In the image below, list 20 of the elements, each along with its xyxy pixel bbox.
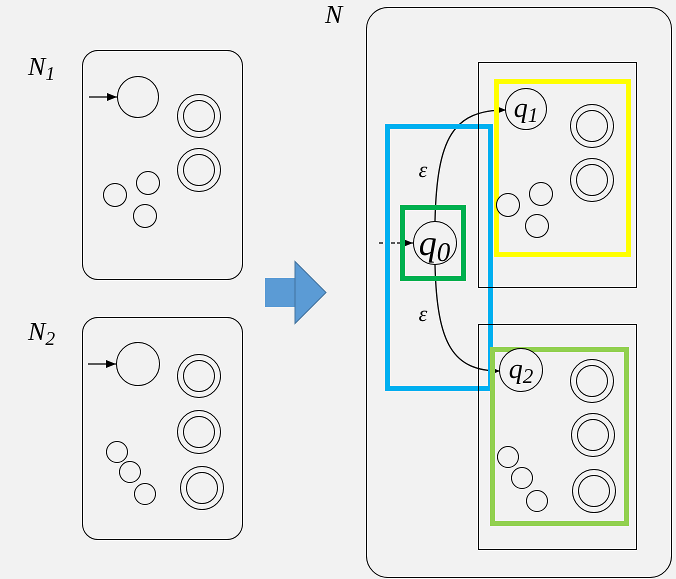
edge-label: ε: [418, 158, 428, 180]
state-label: q$_{1}$: [514, 95, 538, 123]
automaton-label: N$_{1}$: [28, 54, 56, 80]
edge-label: ε: [418, 303, 428, 325]
automaton-label: N: [325, 2, 342, 28]
automaton-box: [478, 62, 636, 288]
automaton-box: [478, 324, 636, 550]
block-arrow: [265, 261, 326, 324]
transition-arrow: [379, 239, 413, 247]
state-label: q$_{2}$: [508, 356, 534, 384]
transition-arrow: [434, 106, 506, 222]
highlight-frame: [400, 204, 466, 280]
transition-arrow: [89, 93, 117, 101]
highlight-frame: [494, 79, 631, 257]
transition-arrow: [88, 360, 116, 368]
highlight-frame: [384, 124, 492, 390]
transition-arrow: [434, 264, 500, 374]
state-label: q$_{0}$: [418, 224, 450, 260]
automaton-label: N$_{2}$: [28, 319, 56, 345]
highlight-frame: [490, 347, 629, 526]
